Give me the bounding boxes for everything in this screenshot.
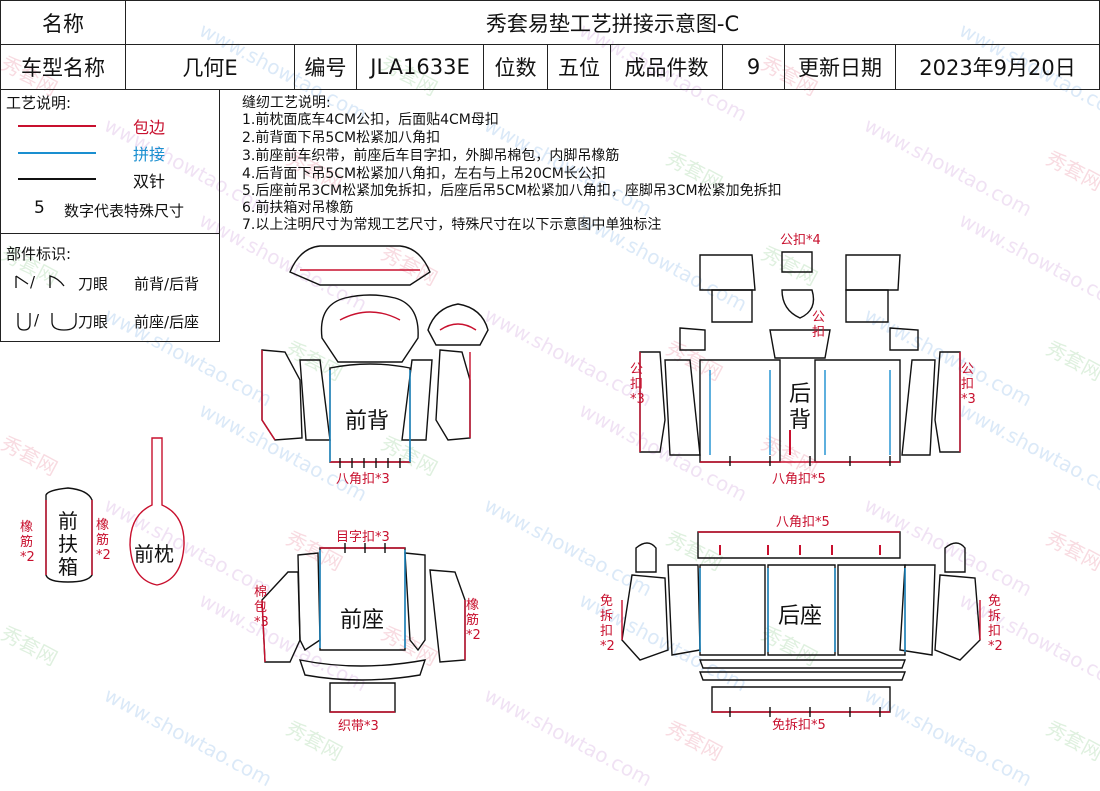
label-front-seat: 前座: [340, 608, 385, 633]
label-rear-seat: 后座: [778, 604, 823, 629]
label-headrest: 前枕: [134, 542, 174, 566]
legend-title: 工艺说明:: [6, 94, 72, 112]
armrest-group: [45, 487, 93, 583]
rear-seat-group: [621, 531, 981, 717]
legend-line-join: [18, 152, 96, 154]
label-front-seat-top: 目字扣*3: [336, 530, 390, 545]
label-rear-back-bottom: 八角扣*5: [772, 472, 826, 487]
pieces-label-cell: 成品件数: [610, 44, 723, 90]
notch-knife-2: 刀眼: [78, 313, 109, 331]
label-rear-seat-right: 免拆扣*2: [988, 594, 1003, 654]
date-label-cell: 更新日期: [784, 44, 896, 90]
label-rear-seat-top: 八角扣*5: [776, 515, 830, 530]
label-front-seat-right: 橡筋*2: [466, 598, 481, 643]
label-armrest-3: 箱: [58, 555, 78, 579]
note-line-4: 4.后背面下吊5CM松紧加八角扣，左右与上吊20CM长公扣: [242, 166, 606, 182]
notes-title: 缝纫工艺说明:: [242, 95, 331, 111]
note-line-1: 1.前枕面底车4CM公扣，后面贴4CM母扣: [242, 112, 499, 128]
code-label-cell: 编号: [294, 44, 357, 90]
notch-icon-back: [15, 275, 65, 288]
label-front-seat-bottom: 织带*3: [338, 719, 379, 734]
legend-divider: [0, 233, 220, 234]
label-rear-back-right: 公扣*3: [961, 362, 976, 407]
label-armrest-left: 橡筋*2: [20, 520, 35, 565]
legend-panel: [0, 89, 220, 342]
pattern-diagram: [45, 245, 981, 717]
parts-legend-title: 部件标识:: [6, 245, 72, 263]
label-front-back-note: 八角扣*3: [336, 472, 390, 487]
seats-value-cell: 五位: [547, 44, 611, 90]
note-line-7: 7.以上注明尺寸为常规工艺尺寸，特殊尺寸在以下示意图中单独标注: [242, 217, 662, 233]
notch-slash-1: /: [30, 273, 36, 291]
legend-label-join: 拼接: [133, 145, 166, 164]
parts-meaning-seat: 前座/后座: [134, 313, 200, 331]
label-front-seat-left: 棉包*3: [254, 585, 269, 630]
notch-knife-1: 刀眼: [78, 275, 109, 293]
label-rear-back-mid: 公扣: [812, 310, 826, 340]
parts-meaning-back: 前背/后背: [134, 275, 200, 293]
label-front-back: 前背: [345, 409, 390, 434]
legend-line-hem: [18, 125, 96, 127]
front-back-group: [261, 245, 489, 468]
notch-slash-2: /: [34, 311, 40, 329]
note-line-2: 2.前背面下吊5CM松紧加八角扣: [242, 130, 441, 146]
code-value-cell: JLA1633E: [356, 44, 484, 90]
label-rear-back-top: 公扣*4: [780, 233, 821, 248]
label-rear-seat-left: 免拆扣*2: [600, 594, 615, 654]
headrest-group: [129, 437, 185, 586]
label-armrest-2: 扶: [58, 532, 78, 556]
label-rear-back-1: 后: [789, 382, 812, 407]
label-rear-back-left: 公扣*3: [630, 362, 645, 407]
legend-label-double: 双针: [133, 172, 166, 191]
model-label-cell: 车型名称: [0, 44, 126, 90]
label-rear-seat-bottom: 免拆扣*5: [772, 718, 826, 733]
front-seat-group: [261, 543, 466, 713]
note-line-6: 6.前扶箱对吊橡筋: [242, 200, 354, 216]
label-rear-back-2: 背: [789, 408, 812, 433]
label-armrest-1: 前: [58, 509, 78, 533]
note-line-3: 3.前座前车织带，前座后车目字扣，外脚吊棉包，内脚吊橡筋: [242, 148, 620, 164]
label-armrest-right: 橡筋*2: [96, 518, 111, 563]
rear-back-group: [639, 251, 961, 466]
note-line-5: 5.后座前吊3CM松紧加免拆扣，后座后吊5CM松紧加八角扣，座脚吊3CM松紧加免…: [242, 183, 782, 199]
legend-label-hem: 包边: [133, 118, 166, 137]
legend-size-number: 5: [34, 198, 45, 218]
notch-icon-seat: [17, 313, 77, 331]
legend-size-text: 数字代表特殊尺寸: [64, 202, 185, 220]
legend-line-double: [18, 178, 96, 180]
